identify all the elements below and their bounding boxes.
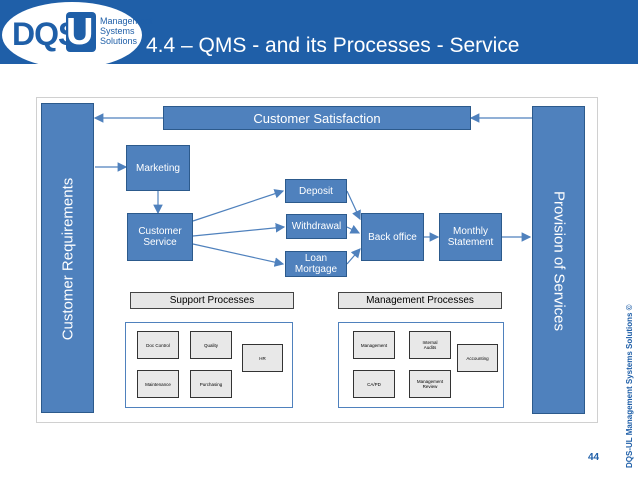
- marketing-box: Marketing: [126, 145, 190, 191]
- support-item-maintenance: Maintenance: [137, 370, 179, 398]
- support-item-purchasing: Purchasing: [190, 370, 232, 398]
- management-item-internal-audits: Internal Audits: [409, 331, 451, 359]
- customer-satisfaction-box: Customer Satisfaction: [163, 106, 471, 130]
- dqs-ul-logo: DQS UL Management Systems Solutions: [2, 2, 153, 68]
- copyright-text: DQS-UL Management Systems Solutions ©: [625, 304, 634, 468]
- page-number: 44: [588, 452, 600, 463]
- customer-service-box: Customer Service: [127, 213, 193, 261]
- support-processes-group: Doc Control Quality HR Maintenance Purch…: [125, 322, 293, 408]
- management-item-accounting: Accounting: [457, 344, 498, 372]
- customer-requirements-label: Customer Requirements: [59, 177, 77, 341]
- support-item-quality: Quality: [190, 331, 232, 359]
- customer-requirements-box: Customer Requirements: [41, 103, 94, 413]
- support-item-doc-control: Doc Control: [137, 331, 179, 359]
- provision-of-services-label: Provision of Services: [550, 190, 568, 332]
- logo-ms-line1: Management: [100, 16, 153, 26]
- logo-ul-text: UL: [66, 11, 117, 53]
- back-office-box: Back office: [361, 213, 424, 261]
- logo-ms-text: Management Systems Solutions: [100, 16, 153, 46]
- slide-title: 4.4 – QMS - and its Processes - Service: [146, 34, 520, 57]
- management-processes-label: Management Processes: [338, 292, 502, 309]
- copyright-side-label: DQS-UL Management Systems Solutions ©: [623, 304, 637, 470]
- management-item-ca-pd: CA/PD: [353, 370, 395, 398]
- logo-ms-line3: Solutions: [100, 36, 138, 46]
- deposit-box: Deposit: [285, 179, 347, 203]
- support-processes-label: Support Processes: [130, 292, 294, 309]
- loan-mortgage-box: Loan Mortgage: [285, 251, 347, 277]
- management-item-management-review: Management Review: [409, 370, 451, 398]
- management-item-management: Management: [353, 331, 395, 359]
- withdrawal-box: Withdrawal: [286, 214, 347, 239]
- logo-ms-line2: Systems: [100, 26, 135, 36]
- provision-of-services-box: Provision of Services: [532, 106, 585, 414]
- monthly-statement-box: Monthly Statement: [439, 213, 502, 261]
- support-item-hr: HR: [242, 344, 283, 372]
- management-processes-group: Management Internal Audits Accounting CA…: [338, 322, 504, 408]
